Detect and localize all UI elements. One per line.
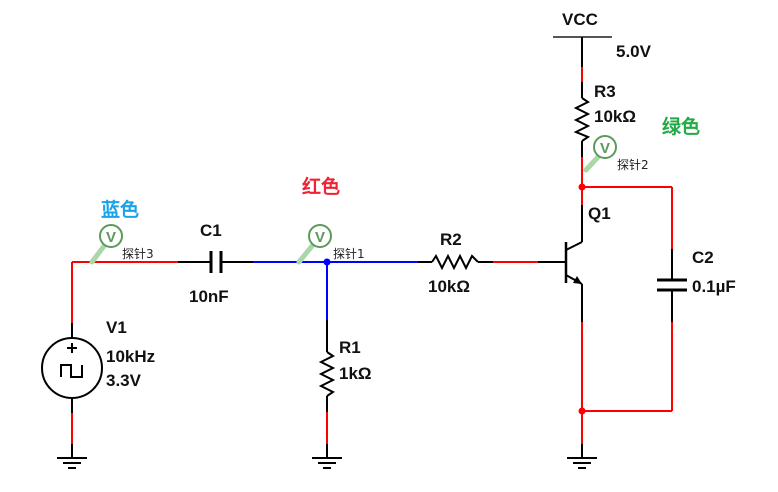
- r3-value: 10kΩ: [594, 107, 636, 126]
- square-wave-icon: [60, 364, 83, 378]
- wire-c2-loop[interactable]: [582, 186, 673, 412]
- svg-text:V: V: [315, 229, 325, 246]
- c2-name: C2: [692, 248, 714, 267]
- c1-value: 10nF: [189, 287, 229, 306]
- probe-handle-icon: [89, 243, 107, 265]
- annotation-green: 绿色: [662, 115, 700, 138]
- r1-value: 1kΩ: [339, 364, 372, 383]
- vcc-name: VCC: [562, 10, 598, 29]
- ground-icon: [312, 457, 342, 469]
- capacitor-c2[interactable]: [657, 278, 687, 292]
- annotation-blue: 蓝色: [101, 198, 139, 221]
- emitter-arrow-icon: [573, 276, 582, 284]
- c1-name: C1: [200, 221, 222, 240]
- resistor-r3[interactable]: [573, 97, 591, 142]
- c2-value: 0.1µF: [692, 277, 736, 296]
- voltmeter-icon: [308, 224, 332, 248]
- r2-name: R2: [440, 230, 462, 249]
- ground-icon: [567, 457, 597, 469]
- v1-name: V1: [106, 318, 127, 337]
- probe-handle-icon: [583, 154, 601, 173]
- ground-icon: [57, 457, 87, 469]
- q1-name: Q1: [588, 204, 611, 223]
- capacitor-c1[interactable]: [209, 251, 223, 273]
- v1-frequency: 10kHz: [106, 347, 155, 366]
- probe-2-label: 探针2: [617, 157, 649, 172]
- annotation-red: 红色: [302, 175, 340, 198]
- r2-value: 10kΩ: [428, 277, 470, 296]
- resistor-r2[interactable]: [431, 253, 479, 271]
- v1-amplitude: 3.3V: [106, 371, 142, 390]
- svg-text:V: V: [600, 140, 610, 157]
- svg-text:V: V: [106, 229, 116, 246]
- probe-handle-icon: [296, 243, 315, 265]
- probe-2[interactable]: V 探针2: [583, 135, 649, 173]
- probe-1[interactable]: V 探针1: [296, 224, 365, 265]
- resistor-r1[interactable]: [318, 351, 336, 397]
- voltage-source-v1[interactable]: [41, 337, 103, 399]
- voltmeter-icon: [593, 135, 617, 159]
- probe-3[interactable]: V 探针3: [89, 224, 154, 265]
- transistor-q1[interactable]: [564, 241, 583, 285]
- r3-name: R3: [594, 82, 616, 101]
- probe-1-label: 探针1: [333, 246, 365, 261]
- voltmeter-icon: [99, 224, 123, 248]
- r1-name: R1: [339, 338, 361, 357]
- probe-3-label: 探针3: [122, 246, 154, 261]
- vcc-value: 5.0V: [616, 42, 652, 61]
